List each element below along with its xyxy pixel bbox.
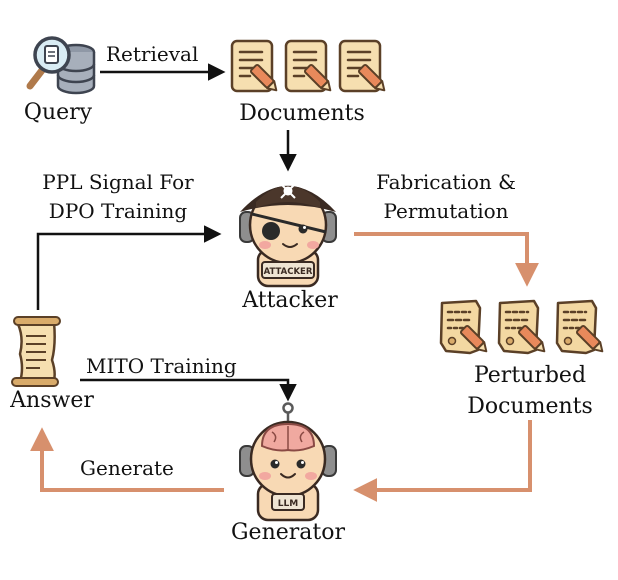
mito-training-label: MITO Training [86,354,237,378]
perturbed-document-icon [497,299,550,357]
generate-arrow [30,427,224,492]
brain-robot-icon [239,402,337,522]
perturbed-to-generator-arrow [353,420,532,502]
pirate-robot-icon [239,183,337,288]
document-icon [338,39,390,96]
perturbed-document-icon [439,299,492,357]
ppl-signal-arrow [36,225,222,310]
magnifier-database-icon [26,36,96,95]
perturbed-documents-label-line1: Perturbed [473,363,587,388]
attacker-label: Attacker [242,288,338,313]
generator-label: Generator [230,520,346,545]
document-icon [284,39,336,96]
fabrication-arrow [354,232,539,287]
retrieval-label: Retrieval [106,42,199,66]
document-icon [230,39,282,96]
ppl-signal-label-line1: PPL Signal For [42,170,194,194]
mito-training-arrow [80,378,297,402]
attacker-badge: ATTACKER [264,267,313,277]
perturbed-documents-label-line2: Documents [467,394,593,419]
query-label: Query [23,100,93,125]
answer-label: Answer [10,388,94,413]
perturbed-document-icon [555,299,608,357]
documents-label: Documents [239,101,365,126]
generate-label: Generate [80,456,174,480]
ppl-signal-label-line2: DPO Training [48,199,188,223]
generator-badge: LLM [278,499,298,509]
scroll-icon [11,316,61,387]
fabrication-label-line1: Fabrication & [376,170,516,194]
fabrication-label-line2: Permutation [383,199,509,223]
